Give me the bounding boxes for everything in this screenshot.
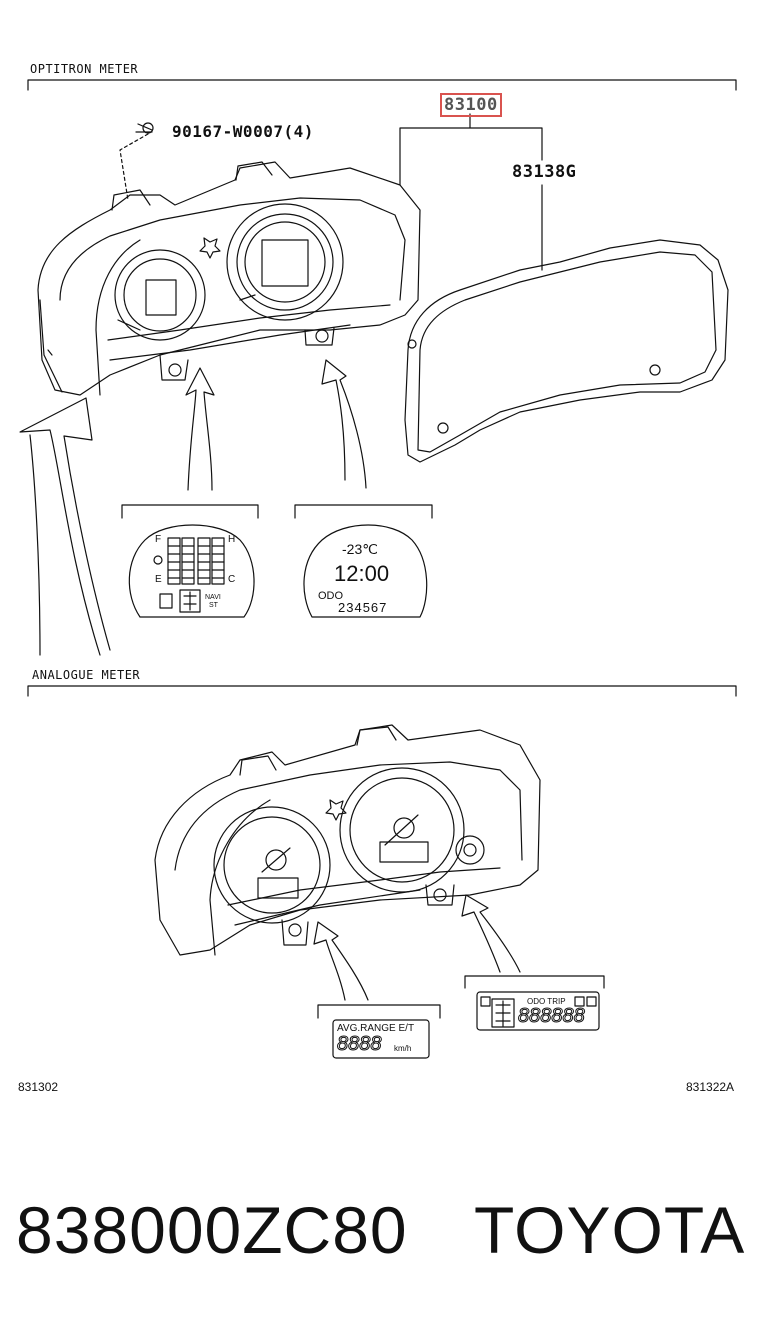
section-analogue-label: ANALOGUE METER xyxy=(32,668,141,682)
part-screw-label[interactable]: 90167-W0007(4) xyxy=(172,122,314,141)
navi-mode-label: NAVI xyxy=(205,594,221,601)
footer-part-number: 838000ZC80 xyxy=(16,1193,408,1267)
avg-lcd-bracket xyxy=(317,1004,441,1019)
odo-trip-digits: 888888 xyxy=(518,1005,586,1028)
navi-mode-sub-label: ST xyxy=(209,602,218,609)
optitron-left-lcd xyxy=(128,524,255,618)
odo-trip-lcd xyxy=(476,991,600,1031)
screw-icon xyxy=(119,122,154,201)
lcd-left-bracket xyxy=(121,504,259,519)
figure-id-left: 831302 xyxy=(18,1080,59,1094)
lcd-right-bracket xyxy=(294,504,433,519)
optitron-meter-assy xyxy=(37,161,421,396)
analogue-meter-assy xyxy=(154,724,541,956)
avg-range-lcd xyxy=(332,1019,430,1059)
fuel-full-label: F xyxy=(155,534,162,545)
temp-hot-label: H xyxy=(228,534,236,545)
avg-range-unit: km/h xyxy=(394,1044,412,1053)
optitron-bracket xyxy=(27,79,737,91)
clock-value: 12:00 xyxy=(334,561,390,586)
section-optitron-label: OPTITRON METER xyxy=(30,62,139,76)
avg-range-label: AVG.RANGE E/T xyxy=(337,1023,415,1034)
odo-lcd-bracket xyxy=(464,975,605,989)
odo-trip-label: ODO TRIP xyxy=(527,997,566,1006)
figure-id-right: 831322A xyxy=(686,1080,735,1094)
part-meter-assy-label[interactable]: 83100 xyxy=(440,93,502,117)
part-glass-label[interactable]: 83138G xyxy=(512,162,577,182)
footer-brand: TOYOTA xyxy=(474,1193,746,1267)
arrow-left-long xyxy=(19,397,111,656)
assy-leader xyxy=(399,113,543,271)
fuel-empty-label: E xyxy=(155,574,162,585)
arrow-to-odo-lcd xyxy=(461,894,521,973)
optitron-right-lcd xyxy=(303,524,428,618)
arrow-to-right-lcd xyxy=(321,359,367,489)
analogue-bracket xyxy=(27,685,737,697)
avg-range-digits: 8888 xyxy=(337,1033,382,1056)
odo-label: ODO xyxy=(318,590,344,602)
arrow-to-left-lcd xyxy=(185,367,215,491)
odo-value: 234567 xyxy=(338,600,388,615)
temp-cold-label: C xyxy=(228,574,236,585)
outside-temp-value: -23℃ xyxy=(342,541,378,557)
arrow-to-avg-lcd xyxy=(313,921,369,1001)
arrow-left-short xyxy=(29,434,41,656)
meter-glass xyxy=(404,239,729,463)
